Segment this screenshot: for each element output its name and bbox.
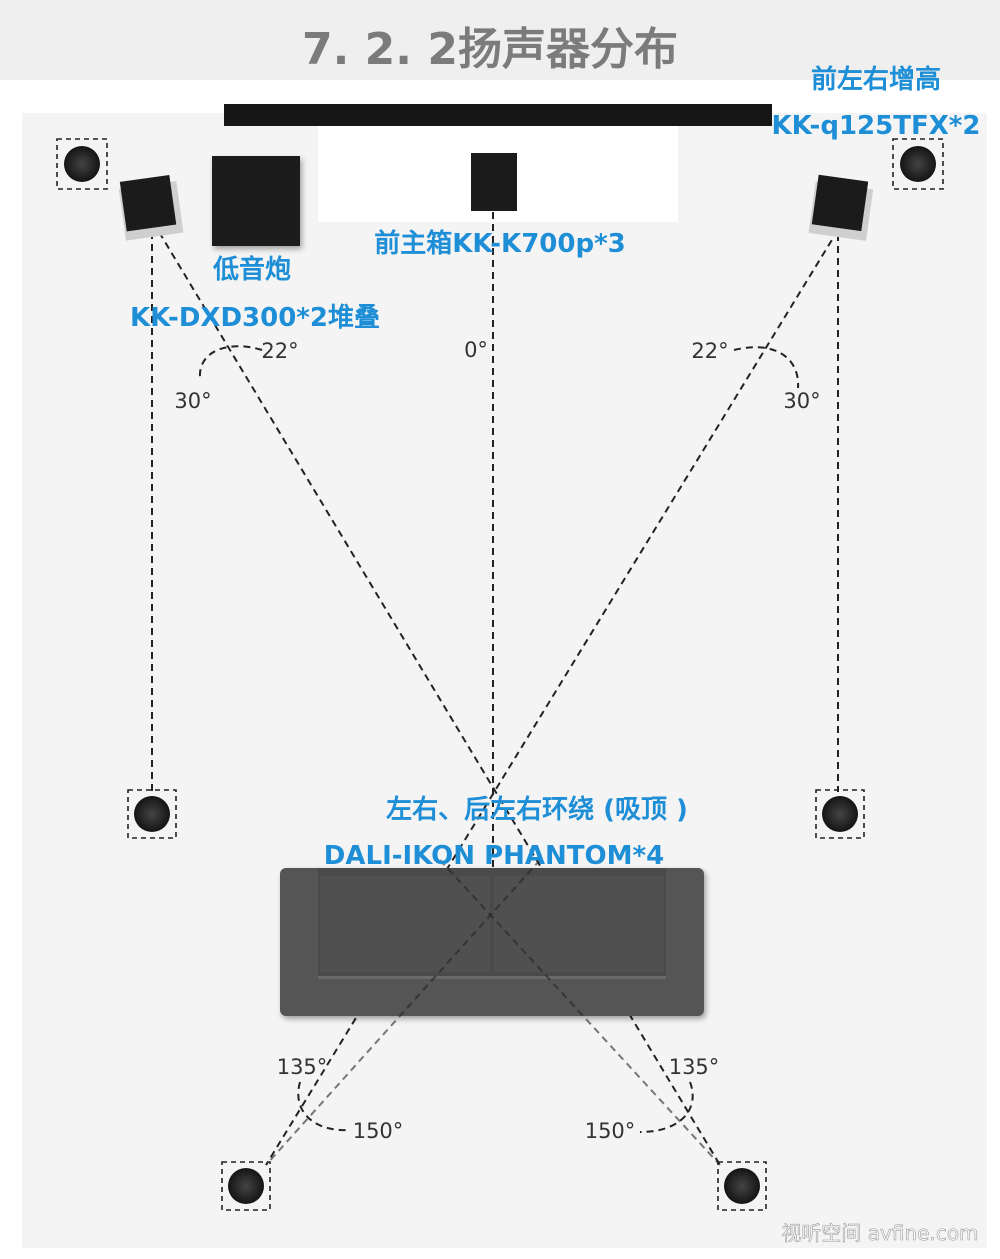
left-surround-speaker (127, 789, 177, 839)
sofa (280, 868, 704, 1016)
watermark: 视听空间 avfine.com (781, 1221, 978, 1245)
subwoofer-box (212, 156, 300, 246)
angle-left-135: 135° (277, 1055, 328, 1079)
angle-arc-front-left (198, 345, 263, 379)
angle-right-30: 30° (783, 389, 820, 413)
front-left-height-speaker (56, 138, 108, 190)
front-right-speaker (808, 174, 874, 241)
angle-right-135: 135° (669, 1055, 720, 1079)
surround-model-label: DALI-IKON PHANTOM*4 (324, 841, 664, 871)
rear-left-surround-speaker (221, 1161, 271, 1211)
angle-left-22: 22° (261, 339, 298, 363)
surround-label: 左右、后左右环绕 (吸顶 ) (386, 794, 688, 825)
title-band (0, 0, 1000, 80)
front-height-label: 前左右增高 (811, 64, 941, 95)
angle-right-22: 22° (691, 339, 728, 363)
angle-right-150: 150° (585, 1119, 636, 1143)
subwoofer-model-label: KK-DXD300*2堆叠 (130, 303, 380, 333)
right-surround-speaker (815, 789, 865, 839)
front-left-speaker-body (119, 174, 177, 232)
sofa-seat-edge (318, 976, 666, 979)
front-right-height-speaker (892, 138, 944, 190)
angle-left-30: 30° (174, 389, 211, 413)
angle-left-150: 150° (353, 1119, 404, 1143)
front-right-speaker-body (811, 174, 869, 232)
angle-center: 0° (464, 338, 488, 362)
room-floor (22, 113, 987, 1248)
front-left-speaker (118, 174, 184, 241)
crossing-line-b (265, 859, 541, 1166)
angle-arc-rear-left (297, 1081, 351, 1132)
angle-arc-rear-right (639, 1081, 694, 1133)
sofa-cushion-left (320, 876, 490, 972)
subwoofer-label: 低音炮 (212, 254, 291, 285)
rear-right-surround-speaker (717, 1161, 767, 1211)
page-title: 7. 2. 2扬声器分布 (302, 24, 678, 75)
front-center-speaker (471, 153, 517, 211)
projection-screen (224, 104, 772, 126)
angle-arc-front-right (733, 346, 800, 389)
front-height-model-label: KK-q125TFX*2 (772, 111, 981, 141)
crossing-line-a (439, 859, 721, 1166)
front-main-label: 前主箱KK-K700p*3 (374, 228, 626, 259)
sofa-cushion-right (494, 876, 664, 972)
